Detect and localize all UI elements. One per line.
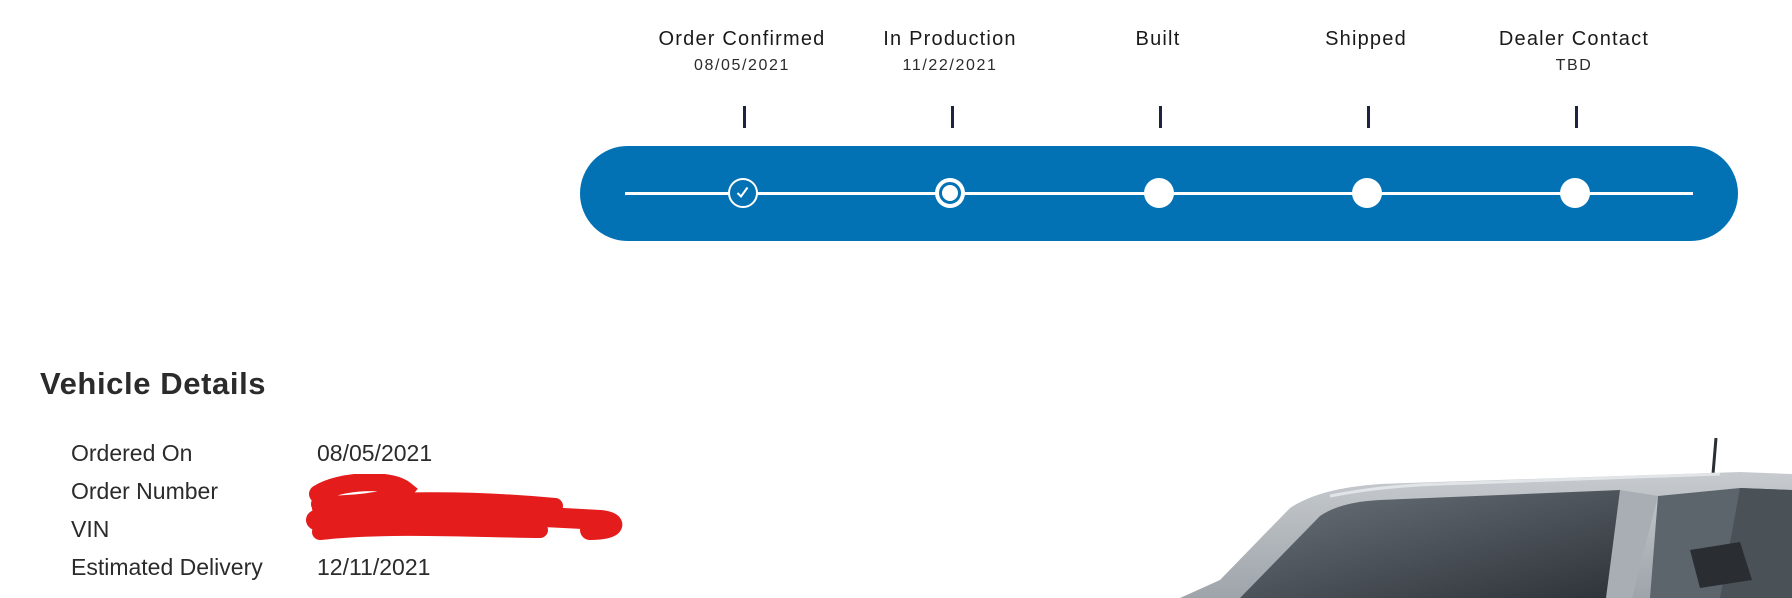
stage-label-built: Built bbox=[1048, 24, 1268, 54]
stage-node-dealer-contact[interactable] bbox=[1560, 178, 1590, 208]
stage-label-shipped: Shipped bbox=[1256, 24, 1476, 54]
stage-tick bbox=[951, 106, 954, 128]
stage-node-built[interactable] bbox=[1144, 178, 1174, 208]
detail-value: 12/11/2021 bbox=[317, 554, 431, 580]
checkmark-icon bbox=[736, 186, 749, 199]
detail-label: VIN bbox=[71, 516, 110, 542]
stage-tick bbox=[1159, 106, 1162, 128]
stage-name: In Production bbox=[883, 28, 1017, 50]
detail-label: Ordered On bbox=[71, 440, 193, 466]
stage-name: Shipped bbox=[1325, 28, 1407, 50]
detail-label: Estimated Delivery bbox=[71, 554, 263, 580]
progress-track bbox=[580, 146, 1738, 241]
vehicle-details-heading: Vehicle Details bbox=[40, 366, 267, 401]
redaction-scribble bbox=[306, 474, 623, 540]
stage-date: TBD bbox=[1555, 57, 1593, 74]
stage-name: Order Confirmed bbox=[658, 28, 826, 50]
stage-node-order-confirmed[interactable] bbox=[728, 178, 758, 208]
stage-name: Dealer Contact bbox=[1498, 28, 1650, 50]
stage-tick bbox=[1367, 106, 1370, 128]
stage-label-in-production: In Production 11/22/2021 bbox=[840, 24, 1060, 78]
stage-tick bbox=[1575, 106, 1578, 128]
detail-label: Order Number bbox=[71, 478, 218, 504]
pickup-truck-image bbox=[1180, 437, 1792, 598]
detail-value: 08/05/2021 bbox=[317, 440, 433, 466]
stage-label-order-confirmed: Order Confirmed 08/05/2021 bbox=[632, 24, 852, 78]
stage-name: Built bbox=[1135, 28, 1181, 50]
stage-node-in-production[interactable] bbox=[935, 178, 965, 208]
stage-label-dealer-contact: Dealer Contact TBD bbox=[1464, 24, 1684, 78]
stage-node-shipped[interactable] bbox=[1352, 178, 1382, 208]
stage-date: 11/22/2021 bbox=[902, 57, 998, 74]
stage-tick bbox=[743, 106, 746, 128]
stage-date: 08/05/2021 bbox=[693, 57, 791, 74]
